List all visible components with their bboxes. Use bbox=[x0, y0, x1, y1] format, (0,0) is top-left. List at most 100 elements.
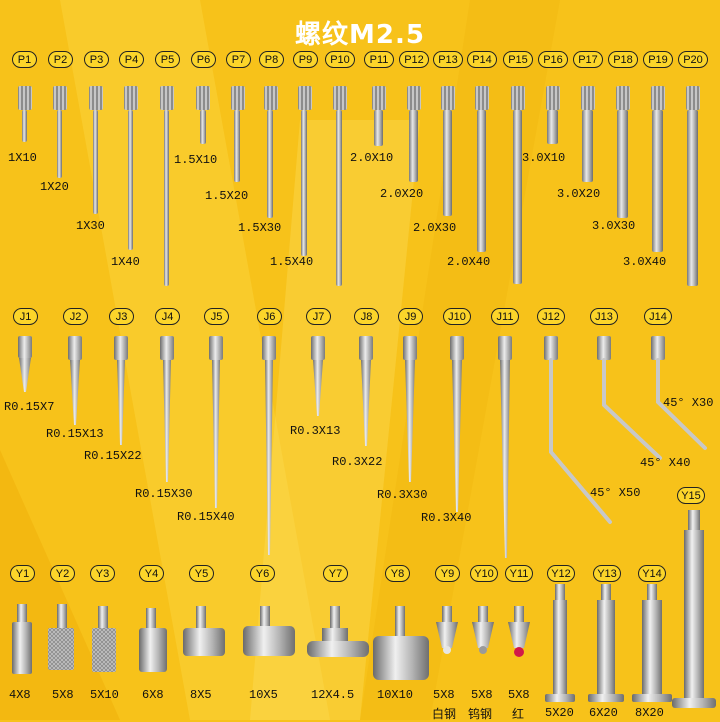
size-label-y7: 12X4.5 bbox=[311, 688, 355, 702]
size-label-p8: 1.5X30 bbox=[238, 221, 282, 235]
size-label-y2: 5X8 bbox=[52, 688, 74, 702]
badge-j8: J8 bbox=[354, 308, 379, 325]
probe-j12 bbox=[544, 336, 612, 524]
badge-p1: P1 bbox=[12, 51, 37, 68]
probe-y13 bbox=[588, 584, 624, 702]
size-label-j10: R0.3X40 bbox=[421, 511, 472, 525]
badge-p5: P5 bbox=[155, 51, 180, 68]
note-label-y11: 红 bbox=[512, 707, 525, 721]
probe-y14 bbox=[632, 584, 672, 702]
size-label-j8: R0.3X22 bbox=[332, 455, 383, 469]
size-label-y6: 10X5 bbox=[249, 688, 278, 702]
size-label-y12: 5X20 bbox=[545, 706, 574, 720]
size-label-p11: 2.0X10 bbox=[350, 151, 394, 165]
size-label-p3: 1X30 bbox=[76, 219, 105, 233]
size-label-p1: 1X10 bbox=[8, 151, 37, 165]
badge-j13: J13 bbox=[590, 308, 618, 325]
size-label-p9: 1.5X40 bbox=[270, 255, 314, 269]
size-label-p14: 2.0X40 bbox=[447, 255, 491, 269]
probe-j10 bbox=[450, 336, 464, 512]
size-label-y10: 5X8 bbox=[471, 688, 493, 702]
badge-j1: J1 bbox=[13, 308, 38, 325]
badge-p19: P19 bbox=[643, 51, 673, 68]
badge-y12: Y12 bbox=[547, 565, 575, 582]
size-label-p16: 3.0X10 bbox=[522, 151, 566, 165]
size-label-y8: 10X10 bbox=[377, 688, 414, 702]
badge-j4: J4 bbox=[155, 308, 180, 325]
badge-p9: P9 bbox=[293, 51, 318, 68]
badge-j3: J3 bbox=[109, 308, 134, 325]
page-title: 螺纹M2.5 bbox=[295, 20, 425, 50]
probe-y15 bbox=[672, 510, 716, 708]
badge-p20: P20 bbox=[678, 51, 708, 68]
note-label-y9: 白钢 bbox=[432, 707, 457, 721]
probe-j13 bbox=[597, 336, 662, 460]
size-label-j5: R0.15X40 bbox=[177, 510, 235, 524]
probe-y9 bbox=[436, 606, 458, 654]
badge-j11: J11 bbox=[491, 308, 519, 325]
size-label-y5: 8X5 bbox=[190, 688, 212, 702]
badge-j9: J9 bbox=[398, 308, 423, 325]
badge-y7: Y7 bbox=[323, 565, 348, 582]
size-label-p18: 3.0X30 bbox=[592, 219, 636, 233]
badge-y6: Y6 bbox=[250, 565, 275, 582]
size-label-y9: 5X8 bbox=[433, 688, 455, 702]
probe-y5 bbox=[183, 606, 225, 656]
probe-y2 bbox=[48, 604, 74, 670]
probe-j4 bbox=[160, 336, 174, 482]
probe-y10 bbox=[472, 606, 494, 654]
probe-y8 bbox=[373, 606, 429, 680]
probe-j14 bbox=[651, 336, 707, 450]
badge-p14: P14 bbox=[467, 51, 497, 68]
badge-j6: J6 bbox=[257, 308, 282, 325]
badge-j5: J5 bbox=[204, 308, 229, 325]
badge-y4: Y4 bbox=[139, 565, 164, 582]
probe-j9 bbox=[403, 336, 417, 482]
probe-j2 bbox=[68, 336, 82, 425]
badge-p17: P17 bbox=[573, 51, 603, 68]
size-label-p19: 3.0X40 bbox=[623, 255, 667, 269]
badge-y8: Y8 bbox=[385, 565, 410, 582]
size-label-p2: 1X20 bbox=[40, 180, 69, 194]
size-label-p17: 3.0X20 bbox=[557, 187, 601, 201]
size-label-j13: 45° X40 bbox=[640, 456, 691, 470]
badge-y1: Y1 bbox=[10, 565, 35, 582]
size-label-j1: R0.15X7 bbox=[4, 400, 55, 414]
probe-j1 bbox=[18, 336, 32, 392]
size-label-y11: 5X8 bbox=[508, 688, 530, 702]
probe-j8 bbox=[359, 336, 373, 446]
size-label-p13: 2.0X30 bbox=[413, 221, 457, 235]
probe-j7 bbox=[311, 336, 325, 416]
badge-p12: P12 bbox=[399, 51, 429, 68]
badge-p11: P11 bbox=[364, 51, 394, 68]
probe-j11 bbox=[498, 336, 512, 558]
badge-p10: P10 bbox=[325, 51, 355, 68]
badge-y15: Y15 bbox=[677, 487, 705, 504]
size-label-j14: 45° X30 bbox=[663, 396, 714, 410]
badge-p4: P4 bbox=[119, 51, 144, 68]
probe-j3 bbox=[114, 336, 128, 445]
note-label-y10: 钨钢 bbox=[468, 707, 493, 721]
probe-j5 bbox=[209, 336, 223, 508]
badge-y14: Y14 bbox=[638, 565, 666, 582]
size-label-j2: R0.15X13 bbox=[46, 427, 104, 441]
badge-y13: Y13 bbox=[593, 565, 621, 582]
size-label-p6: 1.5X10 bbox=[174, 153, 218, 167]
badge-y10: Y10 bbox=[470, 565, 498, 582]
size-label-j3: R0.15X22 bbox=[84, 449, 142, 463]
badge-p16: P16 bbox=[538, 51, 568, 68]
size-label-y4: 6X8 bbox=[142, 688, 164, 702]
badge-y5: Y5 bbox=[189, 565, 214, 582]
badge-p18: P18 bbox=[608, 51, 638, 68]
badge-y11: Y11 bbox=[505, 565, 533, 582]
size-label-j4: R0.15X30 bbox=[135, 487, 193, 501]
badge-y3: Y3 bbox=[90, 565, 115, 582]
badge-p6: P6 bbox=[191, 51, 216, 68]
probe-y12 bbox=[545, 584, 575, 702]
badge-j7: J7 bbox=[306, 308, 331, 325]
probe-y1 bbox=[12, 604, 32, 674]
size-label-y13: 6X20 bbox=[589, 706, 618, 720]
size-label-y3: 5X10 bbox=[90, 688, 119, 702]
badge-p3: P3 bbox=[84, 51, 109, 68]
